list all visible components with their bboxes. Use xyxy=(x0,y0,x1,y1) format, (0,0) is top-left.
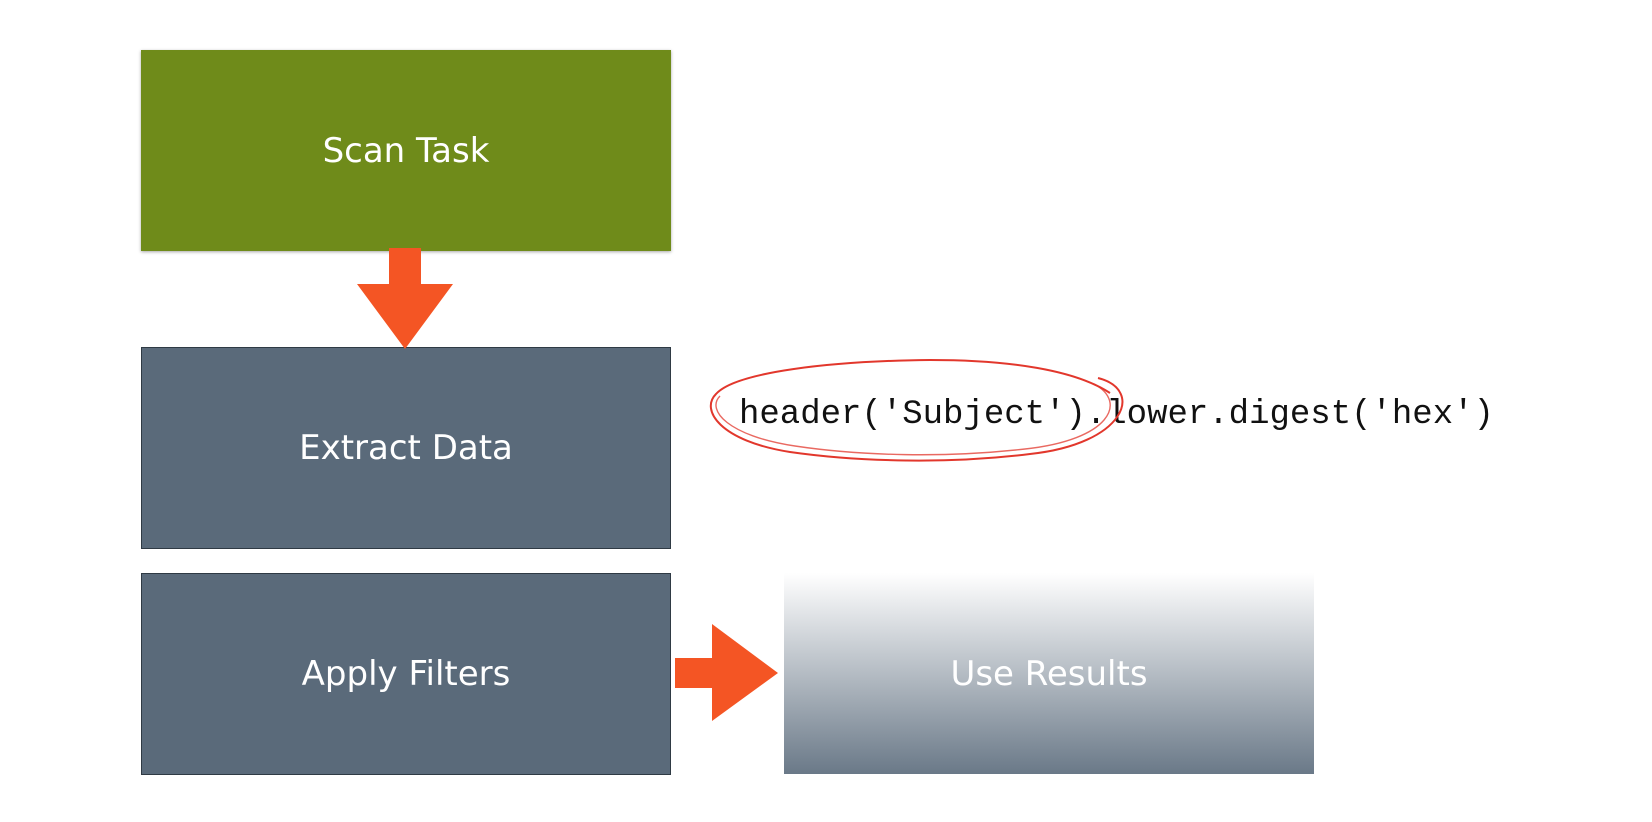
step-apply-filters-label: Apply Filters xyxy=(301,654,511,694)
step-scan-task-label: Scan Task xyxy=(322,130,490,171)
step-use-results-label: Use Results xyxy=(950,653,1148,694)
step-scan-task: Scan Task xyxy=(141,50,671,251)
step-use-results: Use Results xyxy=(784,573,1314,774)
arrow-down-icon xyxy=(357,248,453,349)
arrow-right-icon xyxy=(675,624,778,721)
step-extract-data: Extract Data xyxy=(141,347,671,549)
step-apply-filters: Apply Filters xyxy=(141,573,671,775)
step-extract-data-label: Extract Data xyxy=(299,428,513,468)
code-expression: header('Subject').lower.digest('hex') xyxy=(739,396,1494,434)
